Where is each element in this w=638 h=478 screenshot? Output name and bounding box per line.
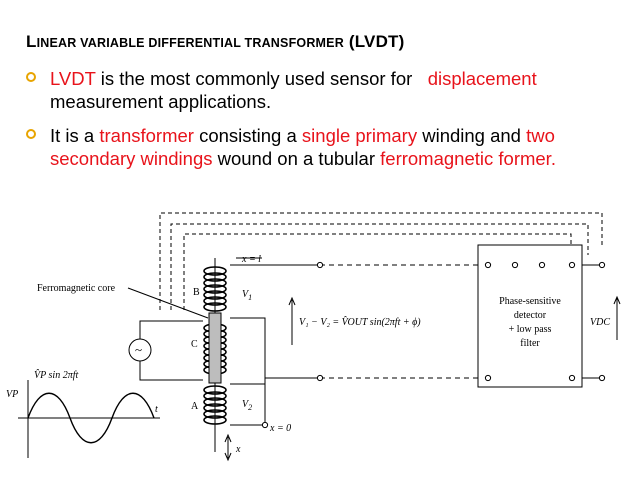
label-v2: V2	[242, 399, 252, 412]
ac-source	[128, 338, 152, 362]
text-run: consisting a	[193, 125, 302, 146]
terminal	[568, 261, 576, 269]
coil-secondary-top	[203, 266, 227, 312]
phase-detector-box	[477, 244, 583, 388]
bullet-item-1: LVDT is the most commonly used sensor fo…	[26, 67, 638, 115]
ferromagnetic-core	[208, 312, 222, 384]
label-x: x	[235, 444, 241, 455]
text-run: It is a	[50, 125, 100, 146]
bullet-text-1: LVDT is the most commonly used sensor fo…	[50, 67, 638, 113]
bullet-item-2: It is a transformer consisting a single …	[26, 124, 638, 172]
text-run: single primary	[301, 125, 418, 146]
box-line-3: + low pass	[509, 324, 552, 335]
text-run: LVDT	[50, 68, 96, 89]
text-run: ferromagnetic former.	[380, 148, 556, 169]
title-initial: L	[26, 32, 37, 51]
text-run: is the most commonly used sensor for	[95, 68, 428, 89]
label-x-0: x = 0	[269, 423, 291, 434]
terminal	[316, 374, 324, 382]
label-b: B	[193, 287, 200, 298]
terminal	[511, 261, 519, 269]
label-equation: V₁ − V₂ = V̂OUT sin(2πft + ϕ)	[299, 315, 421, 328]
label-vp: VP	[6, 389, 18, 400]
box-line-2: detector	[514, 310, 547, 321]
label-v1: V1	[242, 289, 252, 302]
terminal	[261, 421, 269, 429]
label-source: V̂P sin 2πft	[34, 368, 78, 381]
text-run: measurement applications.	[50, 91, 272, 112]
label-ac: ~	[135, 342, 142, 357]
terminal	[484, 261, 492, 269]
bullet-2-line-2: secondary windings wound on a tubular fe…	[50, 147, 638, 170]
label-t: t	[155, 404, 158, 415]
text-run: two	[526, 125, 555, 146]
text-run: winding and	[417, 125, 527, 146]
title-acronym: (LVDT)	[343, 32, 405, 51]
text-run: displacement	[427, 68, 537, 89]
slide-title: LINEAR VARIABLE DIFFERENTIAL TRANSFORMER…	[26, 32, 405, 52]
terminal	[568, 374, 576, 382]
text-run: transformer	[99, 125, 194, 146]
label-c: C	[191, 339, 198, 350]
coil-secondary-bottom	[203, 385, 227, 425]
box-line-4: filter	[520, 338, 540, 349]
bullet-2-line-1: It is a transformer consisting a single …	[50, 124, 638, 147]
label-vdc: VDC	[590, 317, 610, 328]
sine-wave	[27, 392, 155, 444]
bullet-text-2: It is a transformer consisting a single …	[50, 124, 638, 170]
terminal	[598, 374, 606, 382]
text-run: wound on a tubular	[212, 148, 381, 169]
terminal	[484, 374, 492, 382]
text-run: secondary windings	[50, 148, 213, 169]
dashed-wiring	[159, 212, 603, 310]
terminal	[598, 261, 606, 269]
terminal	[538, 261, 546, 269]
label-a: A	[191, 401, 199, 412]
title-smallcaps: INEAR VARIABLE DIFFERENTIAL TRANSFORMER	[36, 36, 344, 50]
terminal	[316, 261, 324, 269]
label-x-l: x = l	[241, 254, 261, 265]
box-line-1: Phase-sensitive	[499, 296, 561, 307]
bullet-marker	[26, 129, 36, 139]
bullet-marker	[26, 72, 36, 82]
label-core: Ferromagnetic core	[37, 283, 116, 294]
bullet-1-line-1: LVDT is the most commonly used sensor fo…	[50, 67, 638, 90]
bullet-1-line-2: measurement applications.	[50, 90, 638, 113]
